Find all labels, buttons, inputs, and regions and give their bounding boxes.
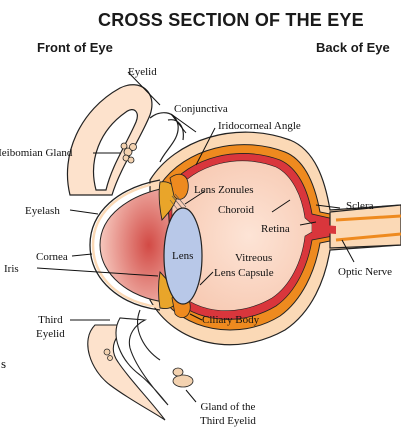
label-gland-of-third-eyelid: Gland of the Third Eyelid (200, 400, 256, 428)
label-lens-zonules: Lens Zonules (194, 184, 254, 196)
label-conjunctiva: Conjunctiva (174, 103, 228, 115)
gland-of-third-eyelid (173, 368, 193, 387)
label-lens: Lens (172, 250, 193, 262)
label-eyelid: Eyelid (128, 66, 157, 78)
label-eyelash: Eyelash (25, 205, 60, 217)
label-lens-capsule: Lens Capsule (214, 267, 274, 279)
edge-fragment-text: s (1, 356, 6, 372)
label-iris: Iris (4, 263, 19, 275)
label-vitreous: Vitreous (235, 252, 272, 264)
label-ciliary-body: Ciliary Body (202, 314, 259, 326)
label-cornea: Cornea (36, 251, 68, 263)
label-optic-nerve: Optic Nerve (338, 266, 392, 278)
label-retina: Retina (261, 223, 290, 235)
label-third-eyelid: Third Eyelid (36, 313, 65, 341)
label-choroid: Choroid (218, 204, 254, 216)
label-meibomian-gland: Meibomian Gland (0, 147, 72, 159)
label-sclera: Sclera (346, 200, 373, 212)
third-eyelid (88, 310, 168, 420)
label-iridocorneal-angle: Iridocorneal Angle (218, 120, 301, 132)
